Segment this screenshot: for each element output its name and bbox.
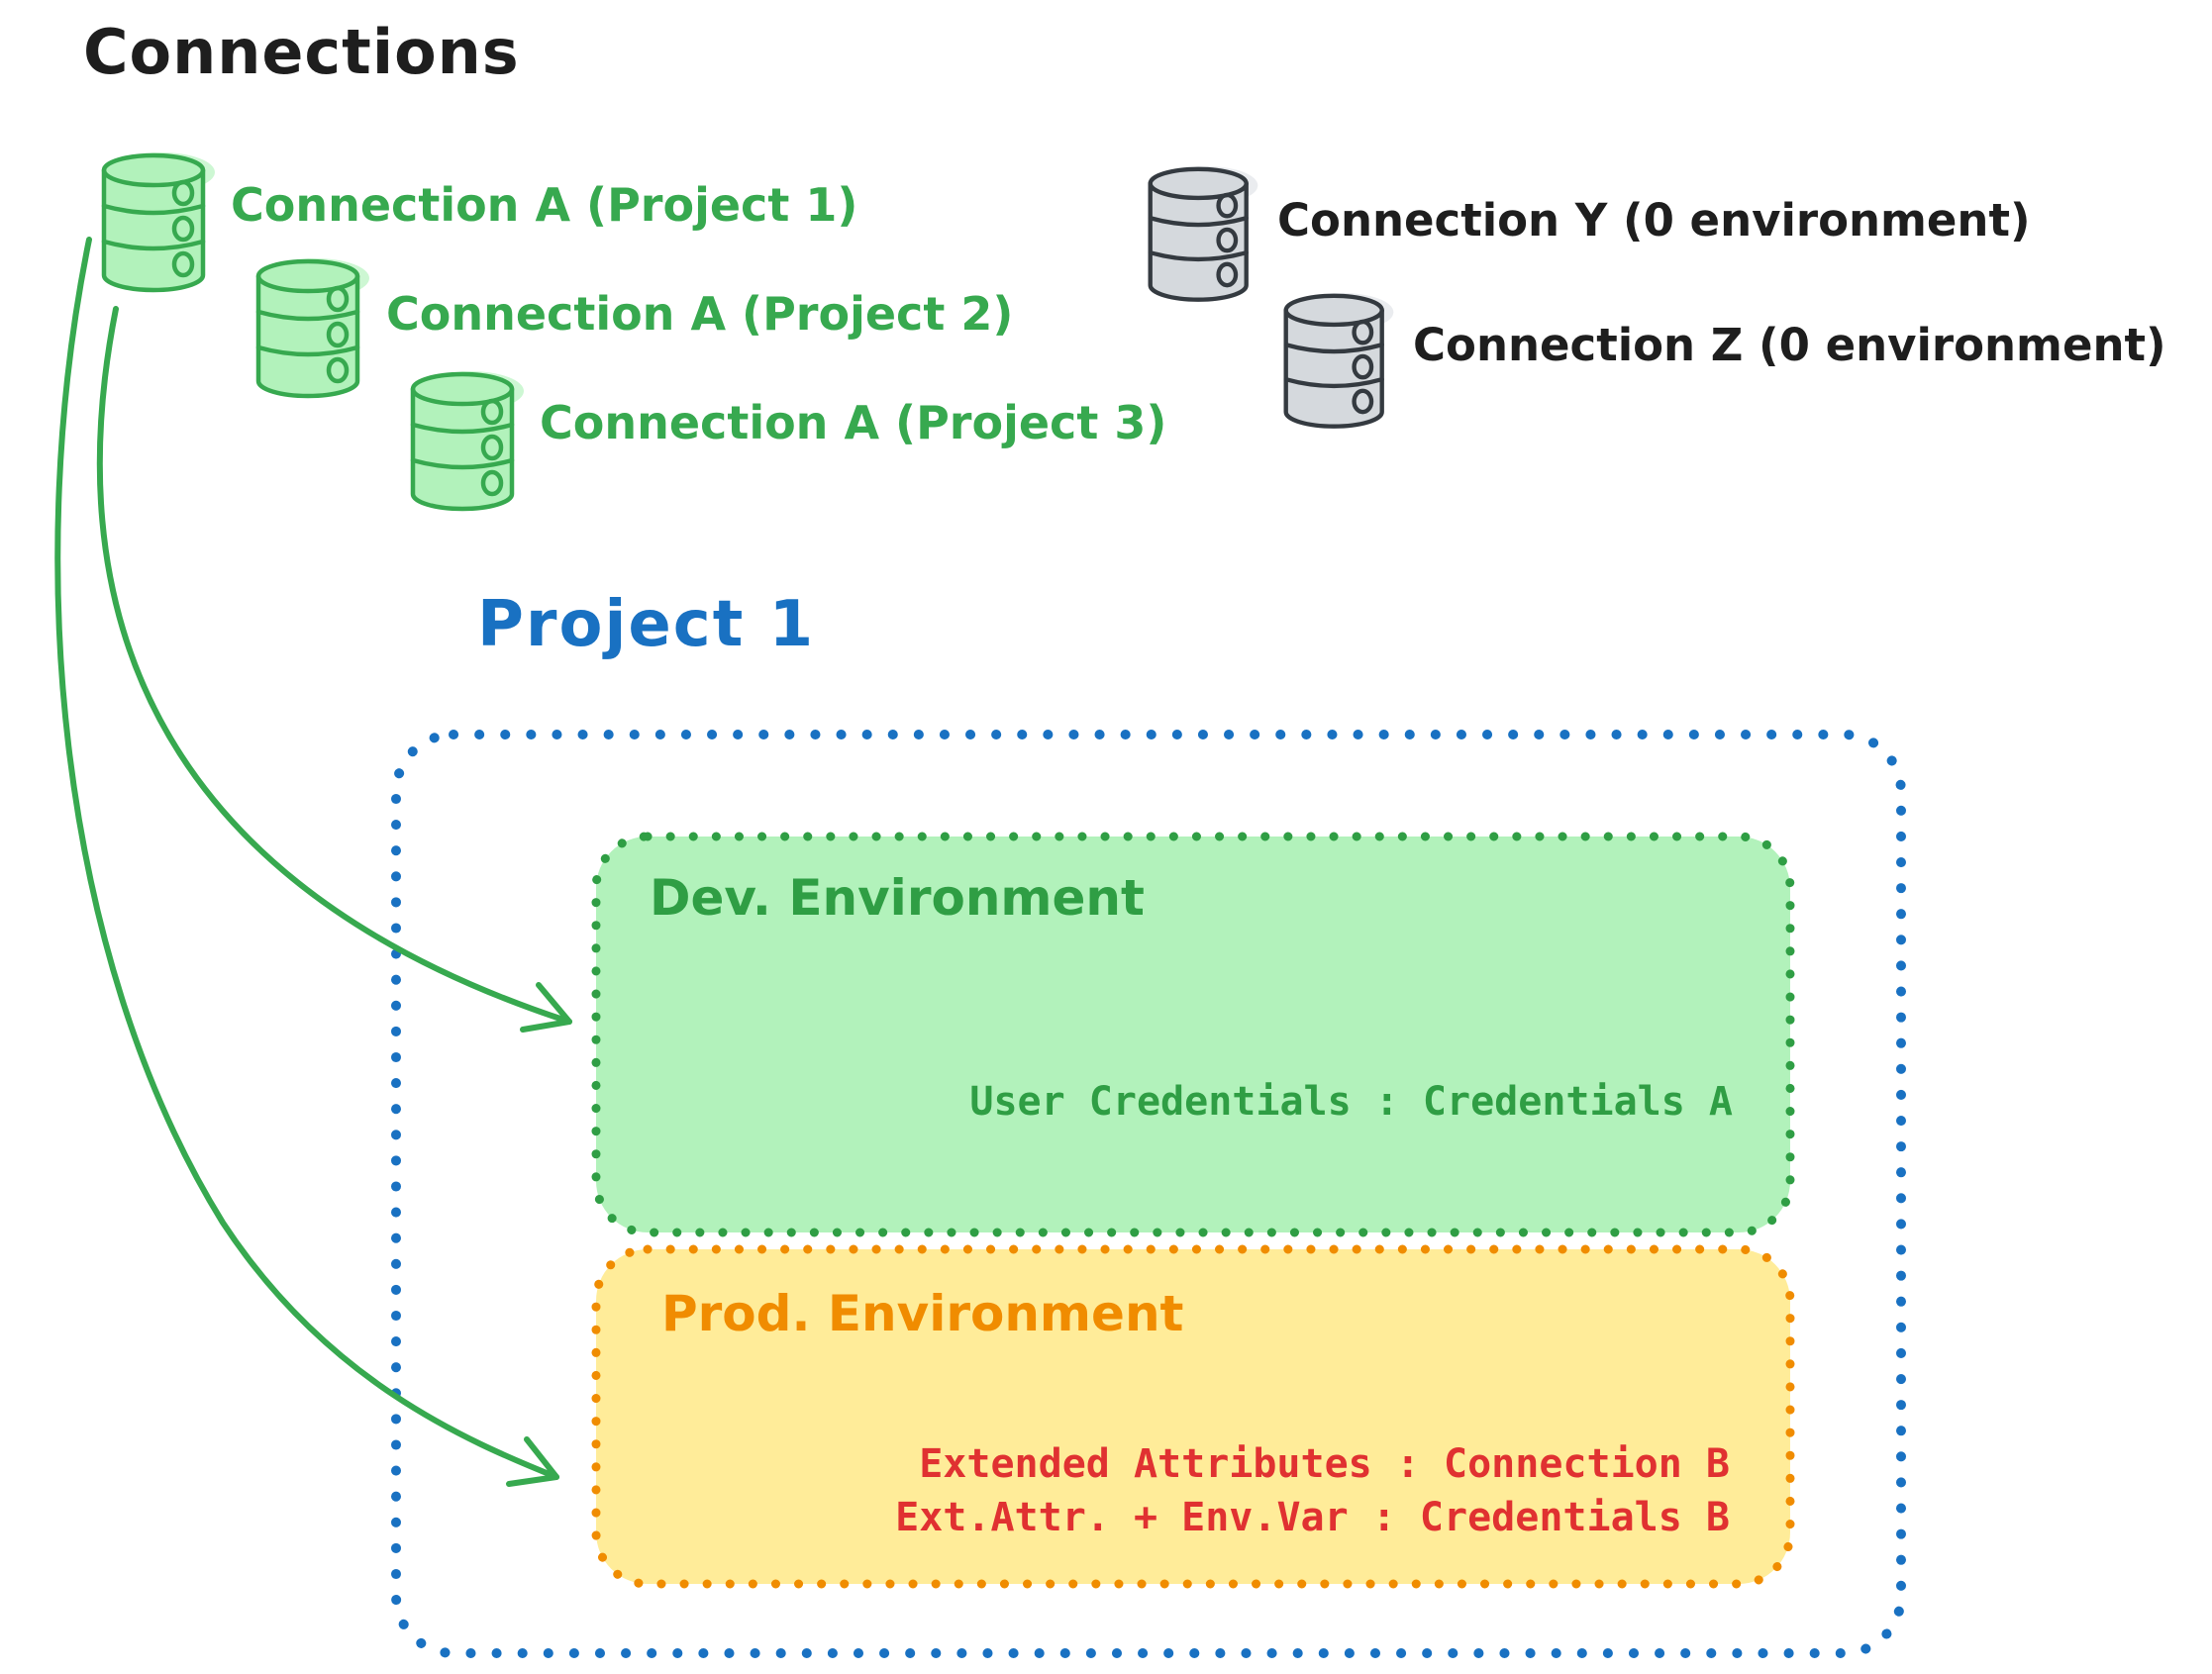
database-icon-green [410, 371, 524, 512]
database-icon-gray [1148, 165, 1258, 302]
connection-a-project-1-label: Connection A (Project 1) [231, 178, 858, 232]
dev-credentials-mapping: User Credentials : Credentials A [969, 1079, 1733, 1125]
arrow-connection-a-to-dev-environment [96, 306, 572, 1033]
prod-environment-box [591, 1244, 1795, 1589]
connection-y-label: Connection Y (0 environment) [1277, 194, 2031, 246]
prod-mappings: Extended Attributes : Connection B Ext.A… [644, 1437, 1730, 1544]
connection-a-project-3-label: Connection A (Project 3) [540, 396, 1167, 449]
dev-environment-title: Dev. Environment [650, 869, 1145, 927]
project-box [391, 730, 1906, 1658]
arrowhead-icon [520, 982, 572, 1033]
prod-environment-title: Prod. Environment [661, 1285, 1184, 1342]
connection-a-project-2-label: Connection A (Project 2) [386, 287, 1014, 341]
prod-extended-attributes-mapping: Extended Attributes : Connection B [919, 1441, 1730, 1487]
database-icon-green [255, 258, 369, 399]
dev-environment-box [591, 832, 1795, 1237]
database-icon-gray [1283, 292, 1394, 429]
diagram-title: Connections [83, 16, 520, 88]
connection-z-label: Connection Z (0 environment) [1413, 319, 2166, 371]
prod-env-var-mapping: Ext.Attr. + Env.Var : Credentials B [895, 1495, 1730, 1540]
arrowhead-icon [506, 1436, 559, 1487]
arrow-connection-a-to-prod-environment [54, 237, 559, 1487]
project-1-title: Project 1 [477, 588, 816, 661]
database-icon-green [101, 152, 215, 293]
